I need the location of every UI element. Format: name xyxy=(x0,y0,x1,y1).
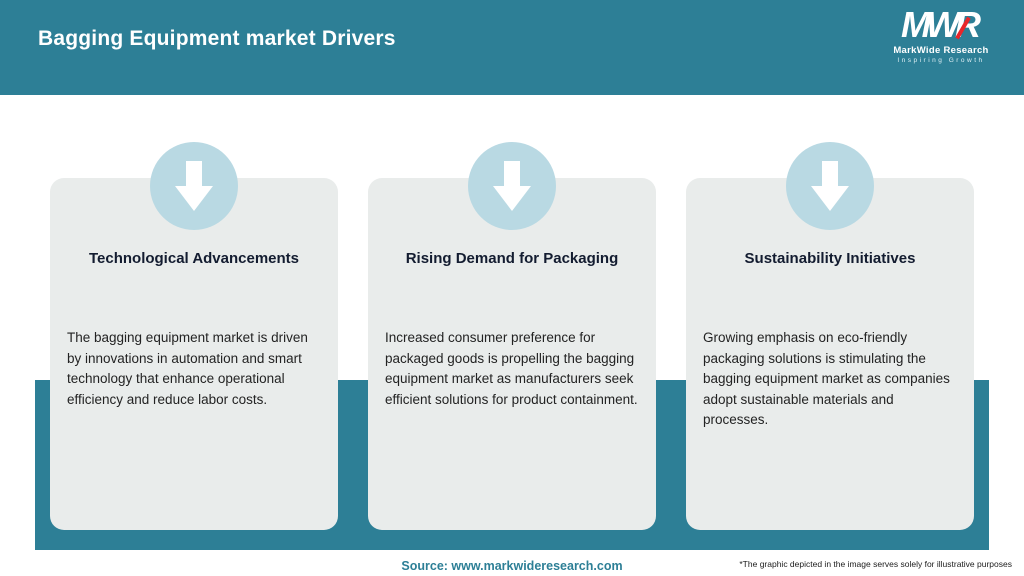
card-panel: Technological Advancements The bagging e… xyxy=(50,142,338,530)
disclaimer-text: *The graphic depicted in the image serve… xyxy=(739,559,1012,569)
card-body: The bagging equipment market is driven b… xyxy=(67,330,308,407)
source-url: www.markwideresearch.com xyxy=(451,559,623,573)
driver-card-rising-demand: Rising Demand for Packaging Increased co… xyxy=(353,142,671,550)
source-label: Source: xyxy=(401,559,452,573)
page-title: Bagging Equipment market Drivers xyxy=(38,27,396,50)
card-icon-circle xyxy=(786,142,874,230)
card-icon-circle xyxy=(468,142,556,230)
markwide-research-logo: MWR MarkWide Research Inspiring Growth xyxy=(876,7,1006,64)
driver-card-sustainability: Sustainability Initiatives Growing empha… xyxy=(671,142,989,550)
logo-tagline: Inspiring Growth xyxy=(897,56,985,64)
card-title: Technological Advancements xyxy=(88,250,300,267)
card-body: Increased consumer preference for packag… xyxy=(385,330,638,407)
down-arrow-icon xyxy=(811,161,849,211)
down-arrow-icon xyxy=(175,161,213,211)
card-panel: Sustainability Initiatives Growing empha… xyxy=(686,142,974,530)
card-title: Rising Demand for Packaging xyxy=(405,250,619,267)
card-icon-circle xyxy=(150,142,238,230)
logo-acronym: MWR xyxy=(901,7,981,43)
card-panel: Rising Demand for Packaging Increased co… xyxy=(368,142,656,530)
card-body: Growing emphasis on eco-friendly packagi… xyxy=(703,330,950,428)
header: Bagging Equipment market Drivers MWR Mar… xyxy=(0,0,1024,95)
logo-name: MarkWide Research xyxy=(893,45,989,56)
down-arrow-icon xyxy=(493,161,531,211)
driver-card-technological-advancements: Technological Advancements The bagging e… xyxy=(35,142,353,550)
logo-acronym-text: MWR xyxy=(901,4,981,45)
card-title: Sustainability Initiatives xyxy=(744,250,916,267)
source-line: Source: www.markwideresearch.com xyxy=(0,559,1024,573)
